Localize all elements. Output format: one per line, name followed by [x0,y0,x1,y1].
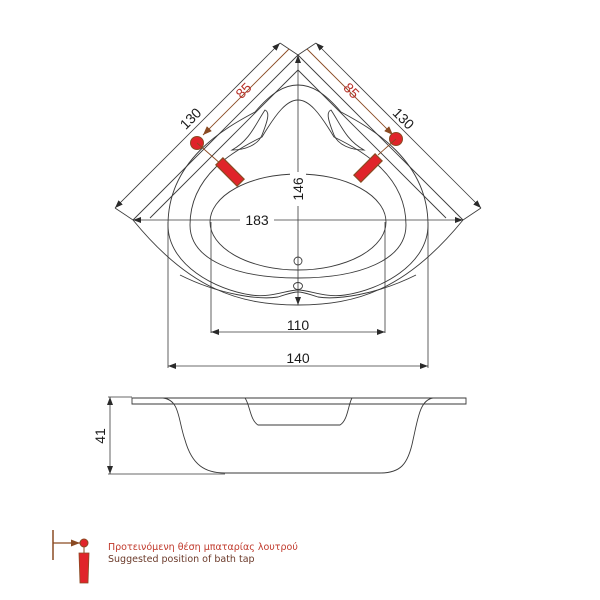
dim-left-130: 130 [177,104,205,132]
dim-width-183: 183 [245,212,269,228]
plan-dimensions: 130 130 85 85 183 146 110 140 [114,42,482,369]
left-tap-handle-icon [215,157,245,187]
side-rim [131,397,467,405]
legend-label-greek: Προτεινόμενη θέση μπαταρίας λουτρού [108,542,298,553]
side-view: 41 [92,396,467,475]
side-seat [244,397,353,426]
side-shell [162,397,434,474]
legend-text: Προτεινόμενη θέση μπαταρίας λουτρού Sugg… [108,542,298,566]
legend: Προτεινόμενη θέση μπαταρίας λουτρού Sugg… [44,528,304,588]
legend-label-english: Suggested position of bath tap [108,554,255,565]
outer-wall-right [297,54,464,221]
dim-basin-110: 110 [287,317,310,333]
bath-tap-icon [52,530,90,584]
dim-right-130: 130 [390,105,418,133]
right-tap [353,132,403,183]
dim-depth-146: 146 [290,177,306,201]
dim-left-85: 85 [232,79,254,101]
right-tap-handle-icon [353,153,383,183]
left-tap [190,136,245,187]
dim-height-41: 41 [92,428,108,444]
dim-span-140: 140 [286,350,310,366]
outer-wall-left [132,54,299,221]
dim-right-85: 85 [340,79,362,101]
